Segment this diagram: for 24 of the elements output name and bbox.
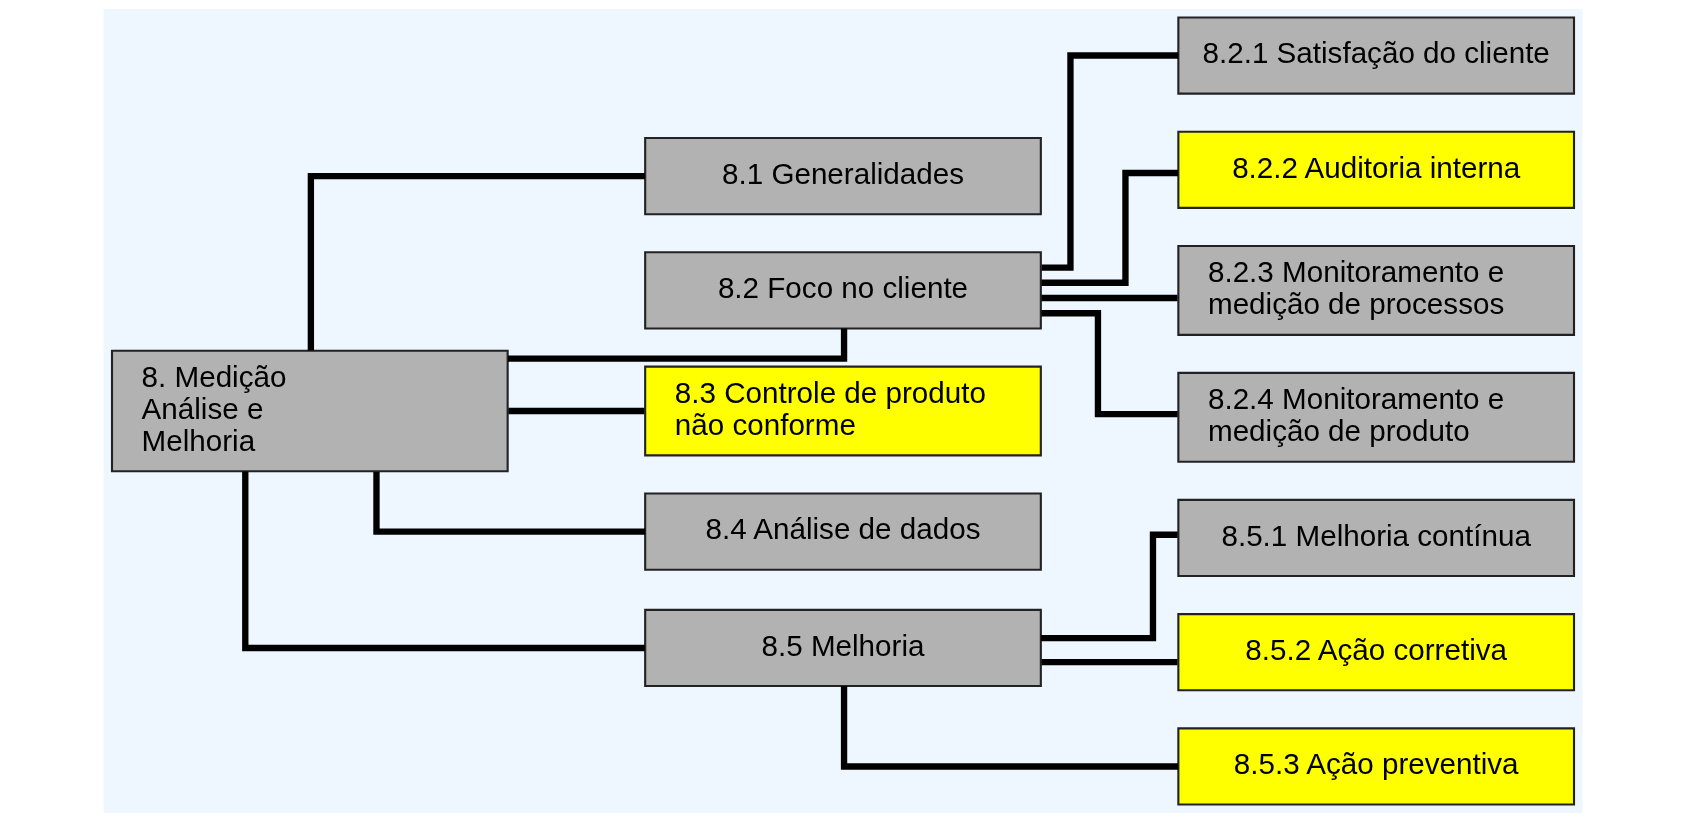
connector (1041, 531, 1178, 641)
node-box: 8.2.2 Auditoria interna (1177, 130, 1576, 209)
connector (1041, 294, 1178, 301)
connector (1041, 169, 1178, 286)
node-box: 8.5.3 Ação preventiva (1177, 726, 1576, 806)
node-box: 8. Medição Análise e Melhoria (110, 349, 509, 472)
node-box: 8.2.1 Satisfação do cliente (1177, 15, 1576, 95)
connector (242, 470, 645, 651)
node-box: 8.5 Melhoria (644, 608, 1042, 687)
connector (1041, 309, 1178, 417)
node-box: 8.5.1 Melhoria contínua (1177, 498, 1576, 577)
node-box: 8.1 Generalidades (644, 136, 1042, 215)
connector (840, 685, 1179, 770)
connector (1041, 51, 1179, 271)
connector (373, 471, 646, 535)
node-box: 8.2 Foco no cliente (644, 250, 1042, 330)
node-box: 8.4 Análise de dados (644, 491, 1042, 571)
node-box: 8.5.2 Ação corretiva (1177, 612, 1576, 691)
connector (508, 407, 645, 414)
connector (307, 172, 645, 350)
node-box: 8.2.3 Monitoramento e medição de processos (1177, 244, 1576, 336)
node-box: 8.3 Controle de produto não conforme (644, 365, 1042, 456)
connector (1041, 658, 1178, 665)
node-box: 8.2.4 Monitoramento e medição de produto (1177, 371, 1576, 463)
